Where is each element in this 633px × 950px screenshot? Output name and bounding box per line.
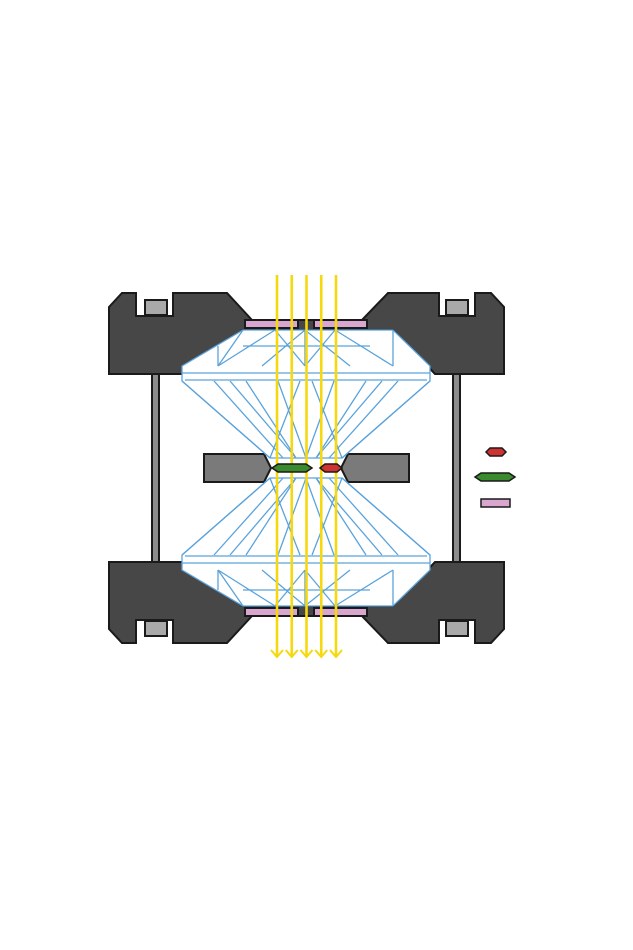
- legend-red-marker: [484, 447, 508, 457]
- beam-5-arrowhead: [329, 649, 343, 659]
- sample-green: [270, 463, 314, 473]
- beam-3-arrowhead: [299, 649, 314, 659]
- legend: [473, 447, 517, 508]
- sample-red: [318, 463, 344, 473]
- upper-right-insert: [445, 299, 469, 316]
- gasket-left: [203, 453, 273, 483]
- upper-seat-right: [313, 319, 368, 329]
- gasket-right: [339, 453, 410, 483]
- lower-seat-left: [244, 607, 299, 617]
- upper-left-insert: [144, 299, 168, 316]
- tie-rod-right: [452, 371, 461, 565]
- upper-seat-left: [244, 319, 299, 329]
- tie-rod-left: [151, 371, 160, 565]
- lower-right-insert: [445, 620, 469, 637]
- legend-green-marker: [473, 472, 517, 482]
- beam-4-arrowhead: [314, 649, 329, 659]
- lower-seat-right: [313, 607, 368, 617]
- beam-1-arrowhead: [270, 649, 284, 659]
- legend-pink-marker: [480, 498, 511, 508]
- lower-left-insert: [144, 620, 168, 637]
- beam-2-arrowhead: [284, 649, 299, 659]
